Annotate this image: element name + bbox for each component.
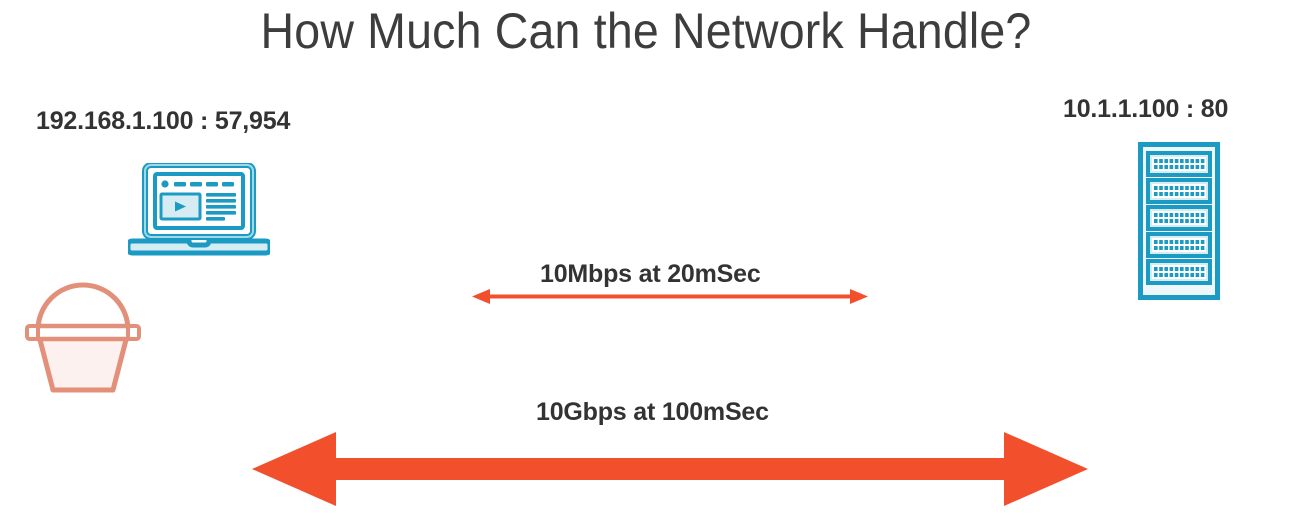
thick-double-arrow-icon xyxy=(252,427,1088,511)
client-address-label: 192.168.1.100 : 57,954 xyxy=(36,107,291,135)
server-rack-icon xyxy=(1138,142,1220,300)
laptop-icon xyxy=(125,162,273,257)
thick-link-label: 10Gbps at 100mSec xyxy=(536,398,769,426)
thin-double-arrow-icon xyxy=(472,284,868,310)
thin-link-label: 10Mbps at 20mSec xyxy=(540,260,761,288)
bucket-icon xyxy=(22,270,144,396)
page-title: How Much Can the Network Handle? xyxy=(260,3,1032,59)
server-address-label: 10.1.1.100 : 80 xyxy=(1063,95,1229,123)
